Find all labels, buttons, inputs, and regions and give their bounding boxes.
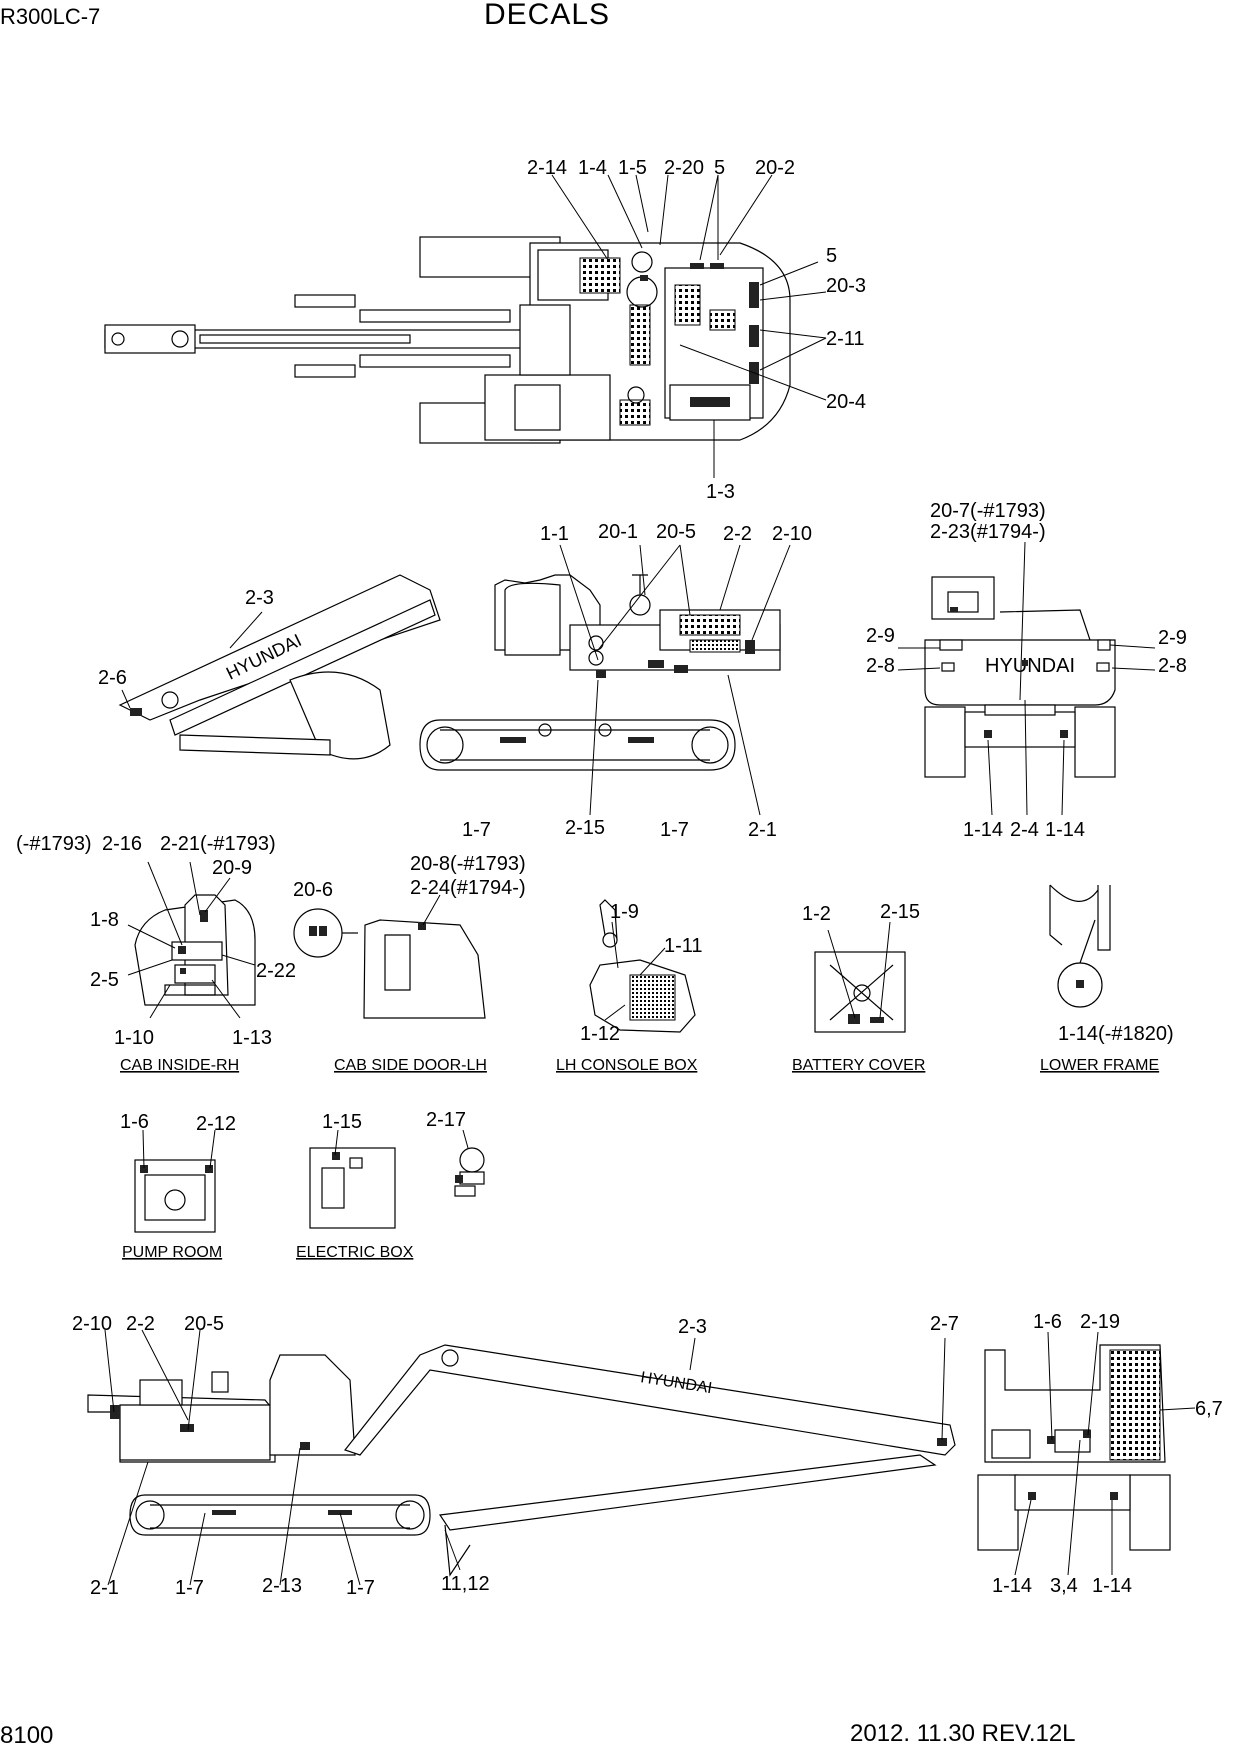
cab-side-door-view [293, 908, 486, 1019]
label-right-1: 2-10 [72, 1313, 112, 1335]
label-elec-1: 1-15 [322, 1111, 362, 1133]
label-left-5: 2-10 [772, 523, 812, 545]
label-top-10: 20-4 [826, 391, 866, 413]
label-cab-9: 1-13 [232, 1027, 272, 1049]
label-left-7: 2-6 [98, 667, 127, 689]
page-title: DECALS [484, 0, 611, 31]
label-elec-2: 2-17 [426, 1109, 466, 1131]
label-left-9: 2-15 [565, 817, 605, 839]
label-right-10: 11,12 [441, 1573, 490, 1595]
right-side-view [87, 1344, 956, 1577]
label-top-7: 5 [826, 245, 837, 267]
label-left-4: 2-2 [723, 523, 752, 545]
brand-mark-rear: HYUNDAI [985, 655, 1075, 677]
label-cab-8: 1-10 [114, 1027, 154, 1049]
label-right-2: 2-2 [126, 1313, 155, 1335]
label-door-3: 2-24(#1794-) [410, 877, 526, 899]
label-left-6: 2-3 [245, 587, 274, 609]
label-door-2: 20-8(-#1793) [410, 853, 526, 875]
label-front-1: 1-6 [1033, 1311, 1062, 1333]
label-top-4: 2-20 [664, 157, 704, 179]
label-right-6: 2-1 [90, 1577, 119, 1599]
label-top-5: 5 [714, 157, 725, 179]
label-front-5: 3,4 [1050, 1575, 1078, 1597]
caption-cab-inside: CAB INSIDE-RH [120, 1057, 239, 1074]
label-lower-1: 1-14(-#1820) [1058, 1023, 1174, 1045]
lower-frame-view [1049, 884, 1111, 1008]
label-rear-4: 2-9 [1158, 627, 1187, 649]
label-rear-8: 2-4 [1010, 819, 1039, 841]
label-top-8: 20-3 [826, 275, 866, 297]
label-left-10: 1-7 [660, 819, 689, 841]
label-right-5: 2-7 [930, 1313, 959, 1335]
electric-box-view [309, 1147, 485, 1229]
front-view [977, 1344, 1171, 1551]
label-right-4: 2-3 [678, 1316, 707, 1338]
label-left-8: 1-7 [462, 819, 491, 841]
label-rear-2: 2-23(#1794-) [930, 521, 1046, 543]
label-pump-2: 2-12 [196, 1113, 236, 1135]
label-top-2: 1-4 [578, 157, 607, 179]
label-top-1: 2-14 [527, 157, 567, 179]
label-cab-1: (-#1793) [16, 833, 92, 855]
leader-lines [104, 174, 1196, 1586]
label-cab-4: 20-9 [212, 857, 252, 879]
label-left-2: 20-1 [598, 521, 638, 543]
pump-room-view [134, 1159, 216, 1233]
caption-battery: BATTERY COVER [792, 1057, 925, 1074]
battery-cover-view [814, 951, 906, 1033]
label-cab-6: 2-5 [90, 969, 119, 991]
label-door-1: 20-6 [293, 879, 333, 901]
label-left-11: 2-1 [748, 819, 777, 841]
label-cab-3: 2-21(-#1793) [160, 833, 276, 855]
label-top-6: 20-2 [755, 157, 795, 179]
label-right-3: 20-5 [184, 1313, 224, 1335]
label-battery-2: 2-15 [880, 901, 920, 923]
label-top-3: 1-5 [618, 157, 647, 179]
label-rear-5: 2-8 [866, 655, 895, 677]
caption-electric-box: ELECTRIC BOX [296, 1244, 414, 1261]
label-rear-7: 1-14 [963, 819, 1003, 841]
caption-cab-door: CAB SIDE DOOR-LH [334, 1057, 487, 1074]
label-rear-1: 20-7(-#1793) [930, 500, 1046, 522]
label-front-6: 1-14 [1092, 1575, 1132, 1597]
label-right-9: 1-7 [346, 1577, 375, 1599]
label-battery-1: 1-2 [802, 903, 831, 925]
label-rear-6: 2-8 [1158, 655, 1187, 677]
label-front-3: 6,7 [1195, 1398, 1223, 1420]
caption-lower-frame: LOWER FRAME [1040, 1057, 1159, 1074]
label-right-7: 1-7 [175, 1577, 204, 1599]
label-right-8: 2-13 [262, 1575, 302, 1597]
cab-inside-view [134, 894, 256, 1006]
label-front-4: 1-14 [992, 1575, 1032, 1597]
label-pump-1: 1-6 [120, 1111, 149, 1133]
revision-stamp: 2012. 11.30 REV.12L [850, 1720, 1076, 1747]
label-top-11: 1-3 [706, 481, 735, 503]
label-cab-2: 2-16 [102, 833, 142, 855]
console-view [589, 899, 696, 1033]
caption-pump-room: PUMP ROOM [122, 1244, 222, 1261]
page-number: 8100 [0, 1722, 54, 1749]
left-side-view [118, 574, 781, 771]
caption-console: LH CONSOLE BOX [556, 1057, 698, 1074]
label-console-1: 1-9 [610, 901, 639, 923]
label-rear-3: 2-9 [866, 625, 895, 647]
label-cab-5: 1-8 [90, 909, 119, 931]
rear-view: HYUNDAI [924, 576, 1116, 778]
top-view [104, 236, 791, 444]
label-console-3: 1-12 [580, 1023, 620, 1045]
label-top-9: 2-11 [826, 328, 865, 350]
label-front-2: 2-19 [1080, 1311, 1120, 1333]
label-left-3: 20-5 [656, 521, 696, 543]
label-rear-9: 1-14 [1045, 819, 1085, 841]
label-console-2: 1-11 [664, 935, 703, 957]
label-left-1: 1-1 [540, 523, 569, 545]
label-cab-7: 2-22 [256, 960, 296, 982]
model-name: R300LC-7 [0, 4, 101, 29]
